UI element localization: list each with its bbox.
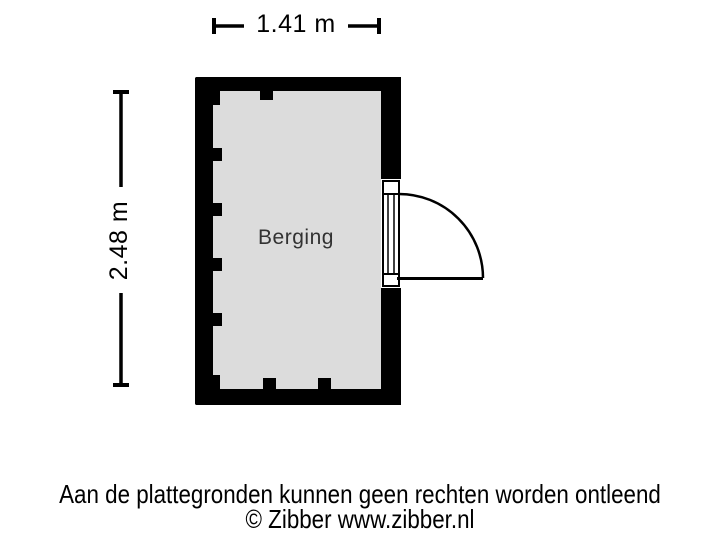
wall-bottom — [195, 389, 401, 405]
room-floor — [213, 91, 381, 389]
door-opening — [381, 179, 401, 288]
door — [381, 179, 485, 288]
wall-stud — [213, 313, 222, 326]
wall-stud — [213, 148, 222, 161]
footer: Aan de plattegronden kunnen geen rechten… — [50, 479, 669, 534]
wall-right-upper — [381, 77, 401, 179]
walls — [195, 77, 401, 405]
height-dimension-label: 2.48 m — [101, 187, 139, 293]
door-frame-stops — [383, 193, 399, 275]
wall-top — [195, 77, 401, 91]
wall-right-lower — [381, 288, 401, 405]
disclaimer-text: Aan de plattegronden kunnen geen rechten… — [59, 479, 661, 509]
wall-stud — [318, 378, 331, 389]
door-swing-arc — [398, 192, 485, 279]
room-name-label: Berging — [258, 226, 334, 249]
height-dimension-label-text: 2.48 m — [105, 200, 134, 280]
wall-stud — [213, 375, 220, 389]
wall-stud — [213, 91, 220, 105]
wall-stud — [213, 203, 222, 216]
width-dimension-label: 1.41 m — [244, 8, 348, 40]
door-panel — [387, 195, 395, 273]
copyright-text: © Zibber www.zibber.nl — [245, 504, 475, 534]
door-frame — [382, 180, 400, 287]
wall-stud — [260, 91, 273, 100]
wall-stud — [213, 258, 222, 271]
wall-left — [195, 77, 213, 405]
wall-stud — [263, 378, 276, 389]
